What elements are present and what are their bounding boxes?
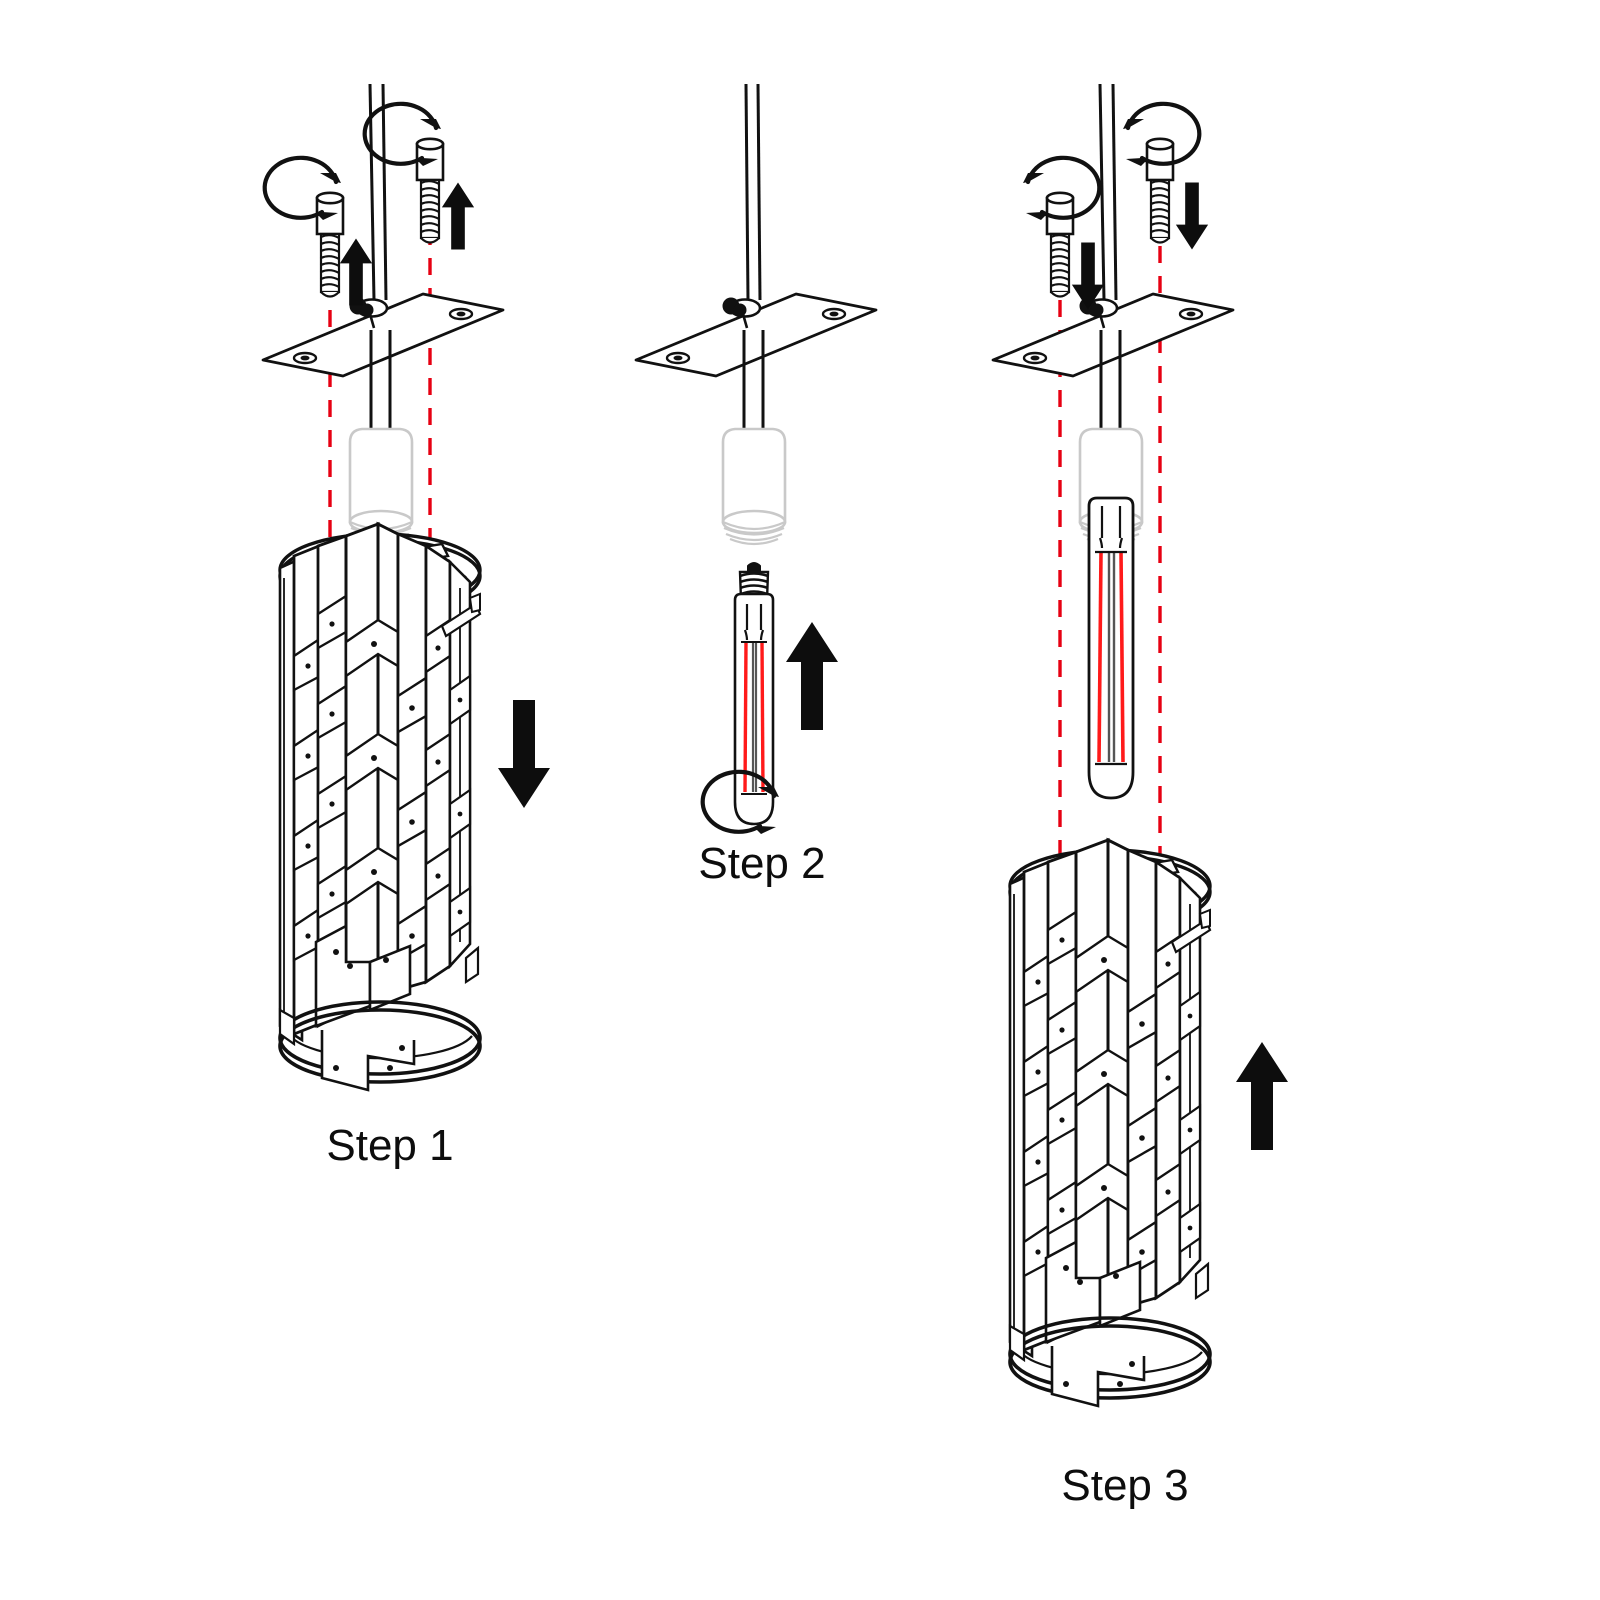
cord-lower [742, 330, 765, 432]
suspension-cord [1098, 83, 1118, 301]
step-1-group: Step 1 [261, 83, 550, 1170]
step-3-group: Step 3 [991, 83, 1288, 1510]
lamp-shade [278, 522, 482, 1092]
screw-direction-arrow-right [441, 182, 475, 250]
screw-direction-arrow-left [339, 238, 373, 306]
thumb-screw-right [415, 137, 445, 244]
cord-lower [369, 330, 392, 432]
thumb-screw-left [315, 191, 345, 298]
step-2-group: Step 2 [634, 83, 878, 888]
filament-bulb-installed [1087, 496, 1135, 800]
thumb-screw-left [1045, 191, 1075, 298]
lamp-socket [721, 427, 787, 546]
suspension-cord [744, 83, 762, 301]
motion-arrow-up [1236, 1042, 1288, 1150]
cord-lower [1099, 330, 1122, 432]
screw-direction-arrow-right [1175, 182, 1209, 250]
lamp-shade [1008, 838, 1212, 1408]
motion-arrow-up [786, 622, 838, 730]
step-2-label: Step 2 [698, 839, 825, 888]
motion-arrow-down [498, 700, 550, 808]
step-1-label: Step 1 [326, 1121, 453, 1170]
thumb-screw-right [1145, 137, 1175, 244]
step-3-label: Step 3 [1061, 1461, 1188, 1510]
